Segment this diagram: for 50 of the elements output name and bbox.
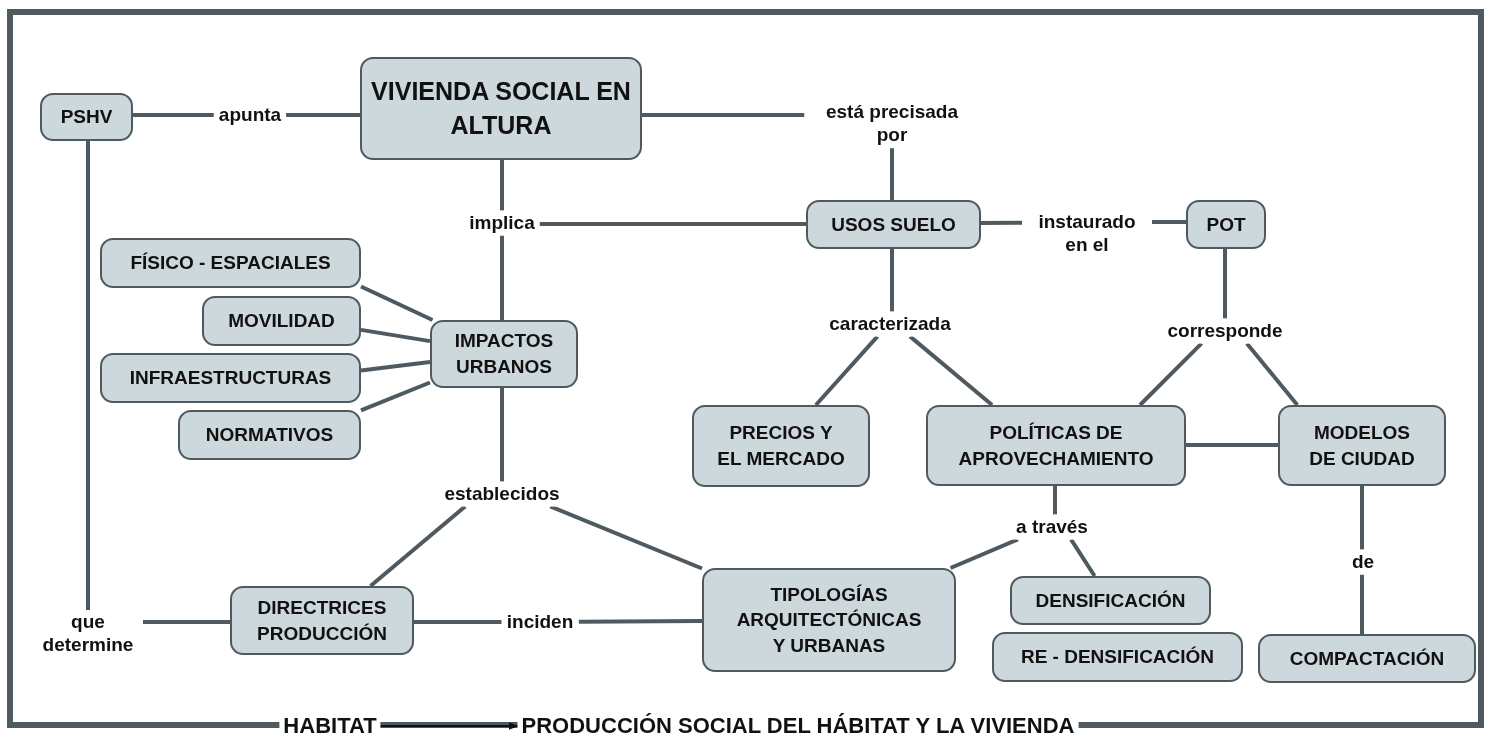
connector-line bbox=[1069, 538, 1097, 578]
connector-line bbox=[539, 222, 806, 226]
connector-line bbox=[414, 620, 502, 624]
concept-box: DENSIFICACIÓN bbox=[1010, 576, 1211, 625]
connector-line bbox=[369, 504, 467, 588]
connector-line bbox=[1360, 574, 1364, 634]
connector-line bbox=[949, 537, 1019, 570]
connector-line bbox=[360, 284, 434, 322]
concept-box: IMPACTOS URBANOS bbox=[430, 320, 578, 388]
concept-box: COMPACTACIÓN bbox=[1258, 634, 1476, 683]
connector-line bbox=[890, 147, 894, 200]
concept-box: FÍSICO - ESPACIALES bbox=[100, 238, 361, 288]
connector-line bbox=[500, 388, 504, 482]
connector-line bbox=[1223, 249, 1227, 319]
concept-box: PRECIOS Y EL MERCADO bbox=[692, 405, 870, 487]
connector-line bbox=[980, 220, 1023, 226]
connector-line bbox=[1186, 443, 1278, 447]
connector-line bbox=[642, 113, 805, 117]
connector-line bbox=[500, 160, 504, 211]
connector-line bbox=[500, 235, 504, 320]
concept-box: TIPOLOGÍAS ARQUITECTÓNICAS Y URBANAS bbox=[702, 568, 956, 672]
connector-line bbox=[360, 380, 431, 413]
connector-line bbox=[814, 335, 879, 407]
connector-line bbox=[578, 618, 702, 624]
connector-line bbox=[890, 249, 894, 312]
concept-box: RE - DENSIFICACIÓN bbox=[992, 632, 1243, 682]
connector-line bbox=[549, 504, 703, 571]
connector-line bbox=[1152, 220, 1186, 224]
connector-line bbox=[86, 141, 90, 611]
concept-box: PSHV bbox=[40, 93, 133, 141]
connector-line bbox=[143, 620, 230, 624]
concept-box: NORMATIVOS bbox=[178, 410, 361, 460]
concept-box: VIVIENDA SOCIAL EN ALTURA bbox=[360, 57, 642, 160]
connector-line bbox=[133, 113, 214, 117]
concept-box: POLÍTICAS DE APROVECHAMIENTO bbox=[926, 405, 1186, 486]
connector-line bbox=[1138, 342, 1203, 407]
concept-box: INFRAESTRUCTURAS bbox=[100, 353, 361, 403]
connector-line bbox=[286, 113, 360, 117]
concept-box: MODELOS DE CIUDAD bbox=[1278, 405, 1446, 486]
concept-box: DIRECTRICES PRODUCCIÓN bbox=[230, 586, 414, 655]
concept-box: POT bbox=[1186, 200, 1266, 249]
connector-line bbox=[360, 327, 431, 344]
connector-line bbox=[360, 360, 431, 373]
arrow bbox=[379, 722, 519, 730]
concept-box: MOVILIDAD bbox=[202, 296, 361, 346]
connector-line bbox=[908, 334, 994, 407]
connector-line bbox=[1053, 486, 1057, 515]
connector-line bbox=[1245, 342, 1299, 407]
concept-box: USOS SUELO bbox=[806, 200, 981, 249]
connector-line bbox=[1360, 486, 1364, 550]
